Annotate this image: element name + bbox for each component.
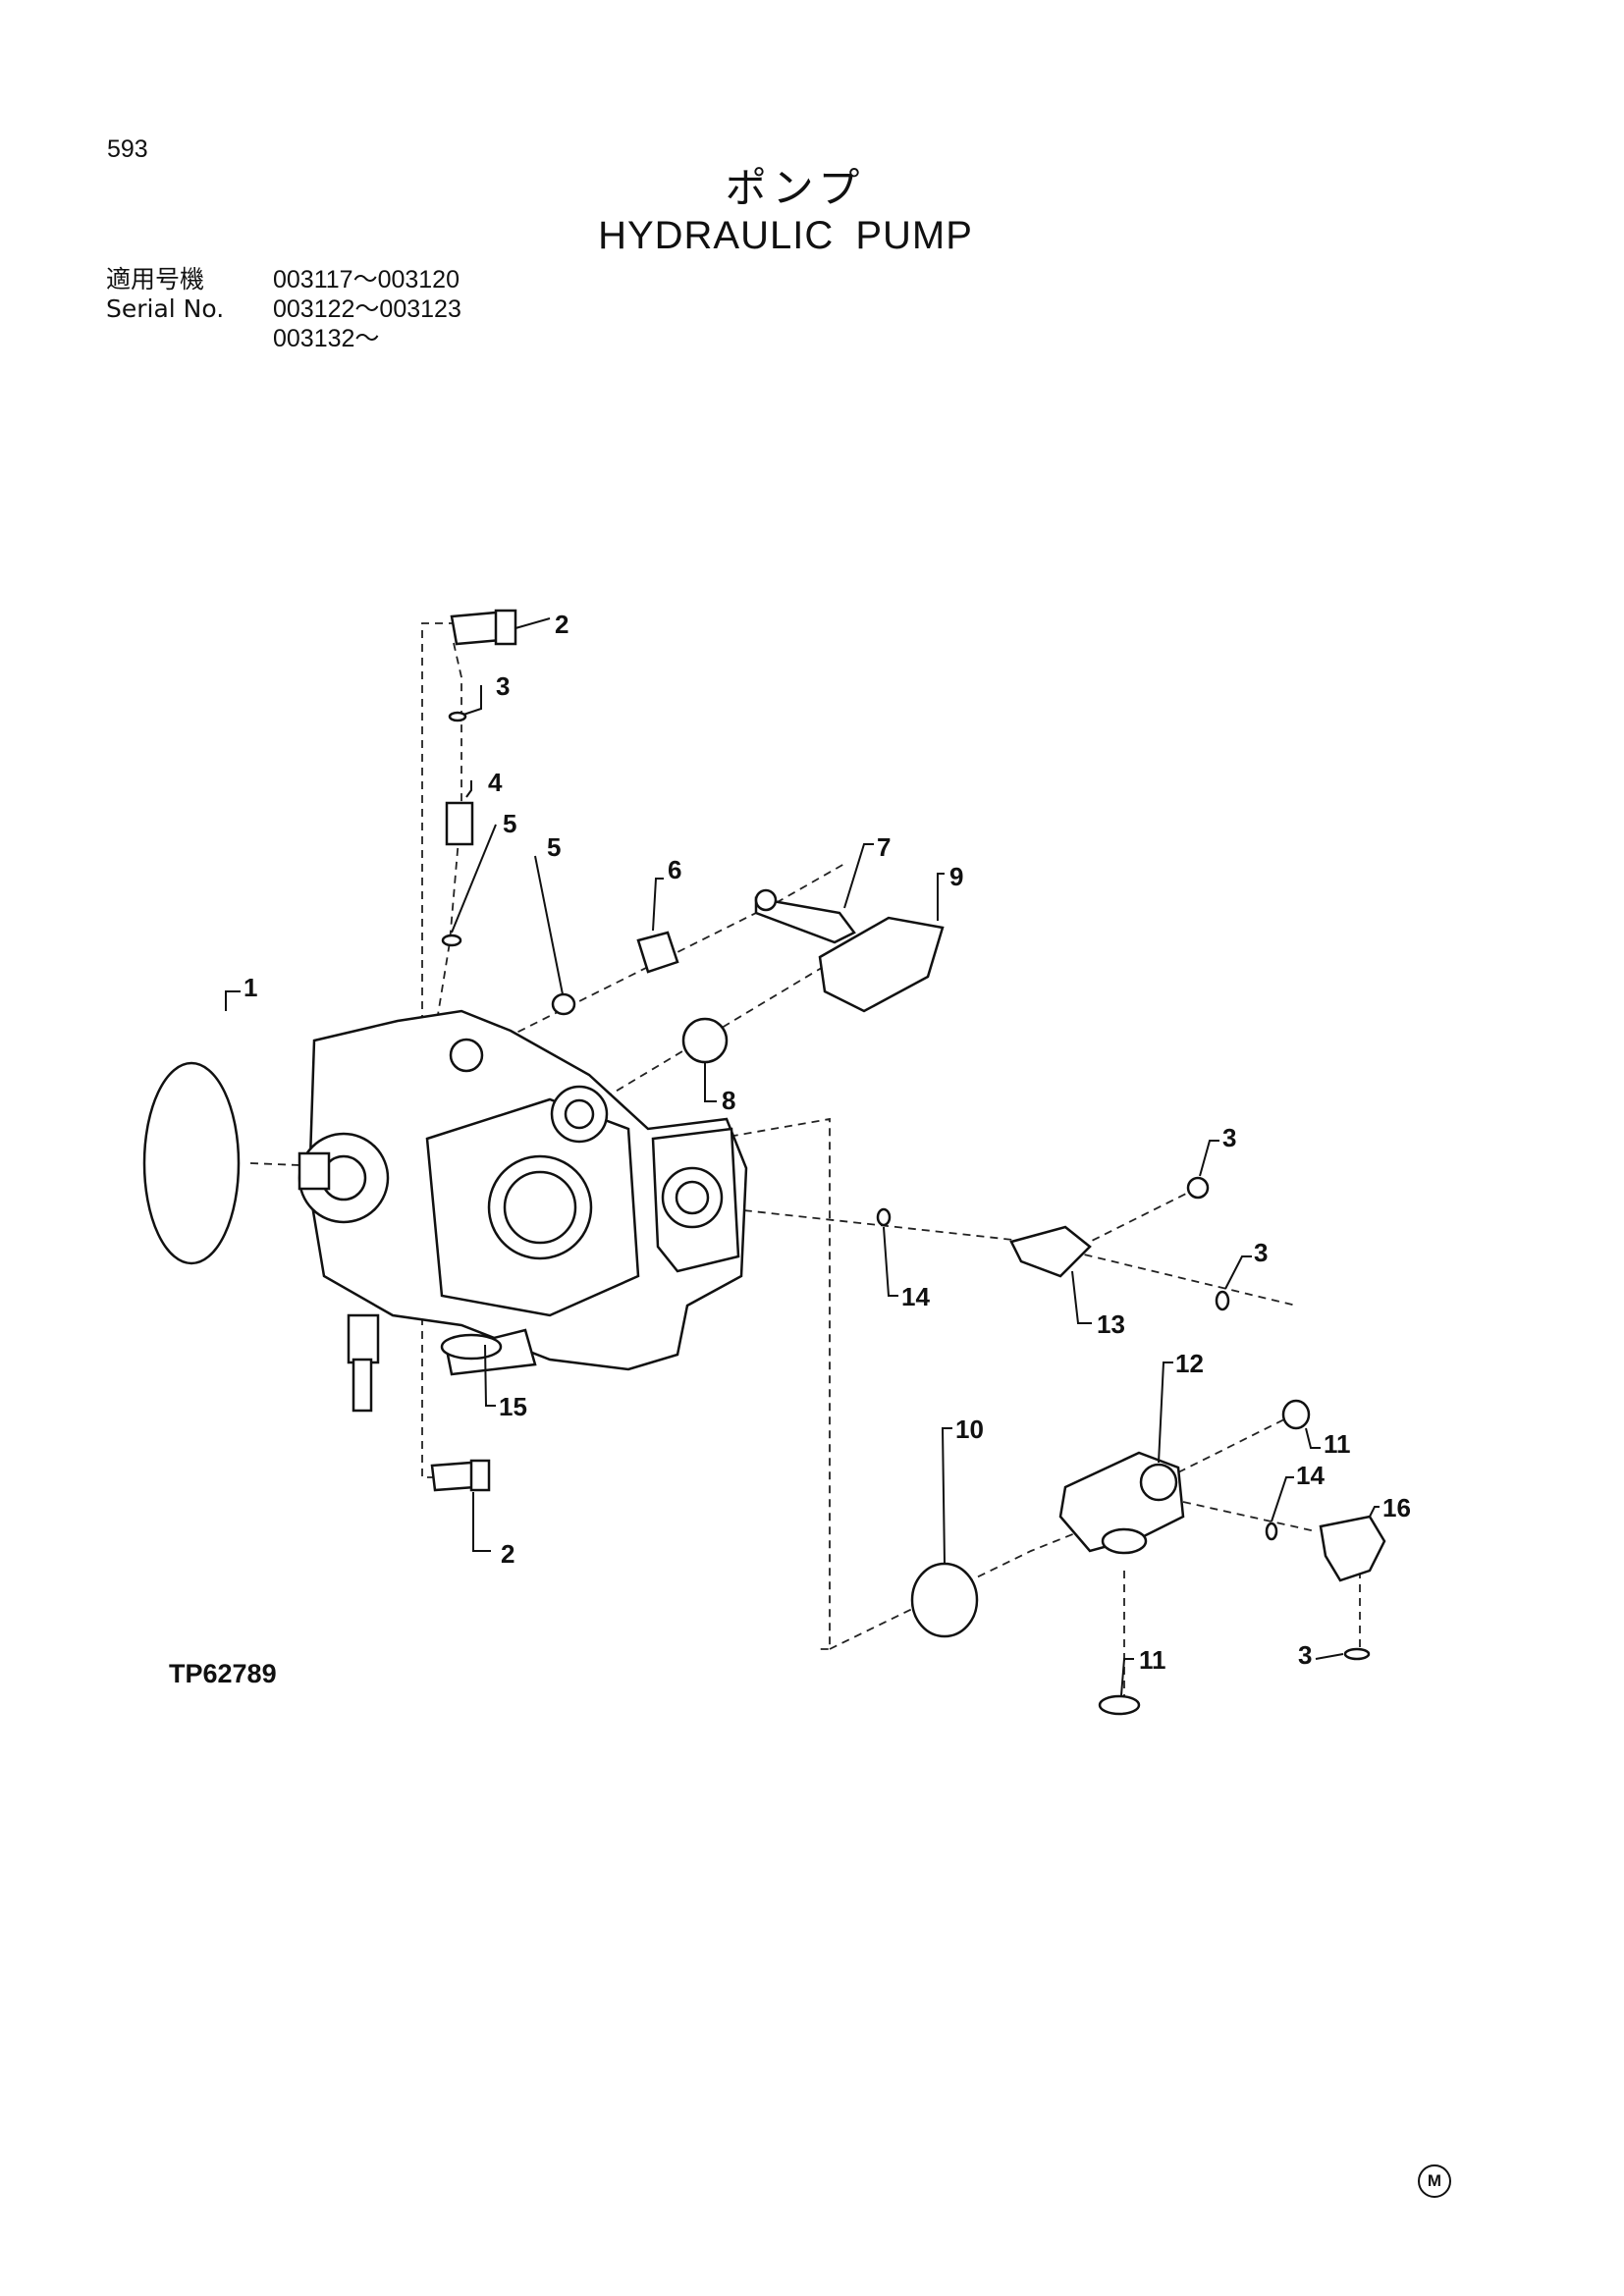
- fitting-4: [445, 801, 474, 846]
- fitting-13-upper-line: [1079, 1187, 1199, 1248]
- elbow-12-side-line: [1182, 1501, 1317, 1532]
- leader-13: [1071, 1270, 1092, 1324]
- leader-3-right-upper: [1199, 1140, 1219, 1177]
- seal-14-right: [1265, 1522, 1278, 1541]
- bolt-2-upper-head: [494, 609, 517, 646]
- oring-11-lower: [1098, 1694, 1141, 1716]
- callout-5-right: 5: [547, 832, 561, 862]
- callout-3-right-upper: 3: [1222, 1123, 1236, 1152]
- callout-3-right-lower: 3: [1254, 1238, 1268, 1267]
- leader-15: [484, 1344, 496, 1407]
- callout-15: 15: [499, 1392, 527, 1421]
- oring-8: [681, 1017, 729, 1064]
- callout-11-lower: 11: [1139, 1645, 1166, 1675]
- elbow-12-bottom-port: [1101, 1527, 1148, 1555]
- oring-11-upper: [1281, 1399, 1311, 1430]
- callout-1: 1: [244, 973, 257, 1002]
- callout-4: 4: [488, 768, 503, 797]
- callout-6: 6: [668, 855, 681, 884]
- seal-14-center: [876, 1207, 892, 1227]
- leader-6: [652, 878, 664, 932]
- callout-13: 13: [1097, 1309, 1125, 1339]
- leader-5-right: [534, 855, 564, 995]
- callout-numbers: 2 3 4 5 5 6 7 9 1 8 3 14 13 3 12 11 14 1…: [244, 610, 1411, 1675]
- callout-2-upper: 2: [555, 610, 568, 639]
- callout-10: 10: [955, 1415, 984, 1444]
- serial-label-japanese: 適用号機: [106, 265, 205, 294]
- title-japanese: ポンプ: [725, 164, 866, 212]
- elbow-12-upper-line: [1177, 1413, 1297, 1473]
- elbow-12-port: [1139, 1463, 1178, 1502]
- seal-3-right-upper: [1186, 1176, 1210, 1200]
- leader-11-lower: [1120, 1658, 1134, 1696]
- callout-8: 8: [722, 1086, 735, 1115]
- serial-range-1: 003117～003120: [273, 266, 460, 294]
- oring-1: [142, 1061, 241, 1265]
- seal-3-bottom: [1343, 1647, 1371, 1661]
- callout-9: 9: [949, 862, 963, 891]
- leader-2-upper: [514, 617, 551, 629]
- connector-9: [818, 916, 945, 1013]
- leader-16: [1369, 1506, 1380, 1518]
- m-mark-symbol: M: [1418, 2164, 1451, 2198]
- seal-3-upper: [448, 711, 467, 722]
- serial-label-english: Serial No.: [106, 294, 225, 323]
- serial-range-3: 003132～: [273, 325, 380, 352]
- oring-10: [910, 1562, 979, 1638]
- leader-9: [937, 873, 945, 921]
- leader-14-center: [883, 1226, 898, 1297]
- bolt-2-upper: [450, 611, 503, 646]
- title-english: HYDRAULIC PUMP: [598, 214, 973, 257]
- tube-7-eye: [754, 888, 778, 912]
- seal-5-right: [551, 992, 576, 1016]
- callout-leaders: [225, 617, 1380, 1696]
- leader-11-upper: [1305, 1427, 1321, 1449]
- leader-3-right-lower: [1224, 1255, 1252, 1290]
- oring-10-alignment-line: [829, 1530, 1081, 1650]
- fitting-6: [636, 931, 679, 974]
- callout-12: 12: [1175, 1349, 1204, 1378]
- leader-10: [941, 1427, 952, 1565]
- tube-7: [754, 896, 856, 944]
- leader-3-bottom: [1315, 1653, 1344, 1660]
- flange-bracket-line: [716, 1117, 831, 1650]
- side-port-alignment-line: [716, 1206, 1297, 1307]
- hydraulic-pump-body: [298, 1009, 748, 1413]
- elbow-16: [1319, 1515, 1386, 1582]
- leader-7: [843, 843, 874, 909]
- bolt-2-lower-head: [469, 1459, 491, 1492]
- callout-11-upper: 11: [1324, 1429, 1351, 1459]
- page-number: 593: [107, 135, 148, 163]
- callout-3-upper: 3: [496, 671, 510, 701]
- leader-14-right: [1271, 1476, 1294, 1522]
- callout-2-lower: 2: [501, 1539, 514, 1569]
- callout-7: 7: [877, 832, 891, 862]
- leader-4: [465, 780, 472, 798]
- drawing-number: TP62789: [169, 1659, 277, 1688]
- bolt-2-lower: [430, 1461, 477, 1492]
- leader-5-left: [451, 824, 497, 934]
- callout-14-center: 14: [901, 1282, 930, 1311]
- callout-16: 16: [1382, 1493, 1411, 1522]
- leader-2-lower: [472, 1492, 491, 1552]
- seal-3-right-lower: [1215, 1290, 1230, 1311]
- leader-8: [704, 1062, 717, 1102]
- callout-3-bottom: 3: [1298, 1640, 1312, 1670]
- serial-range-2: 003122～003123: [273, 295, 461, 323]
- leader-3-upper: [462, 685, 482, 716]
- callout-5-left: 5: [503, 809, 516, 838]
- seal-5-left: [441, 934, 462, 947]
- leader-12: [1158, 1362, 1173, 1464]
- leader-1: [225, 990, 241, 1011]
- loose-parts: [142, 609, 1386, 1716]
- callout-14-right: 14: [1296, 1461, 1325, 1490]
- fitting-13: [1009, 1225, 1092, 1278]
